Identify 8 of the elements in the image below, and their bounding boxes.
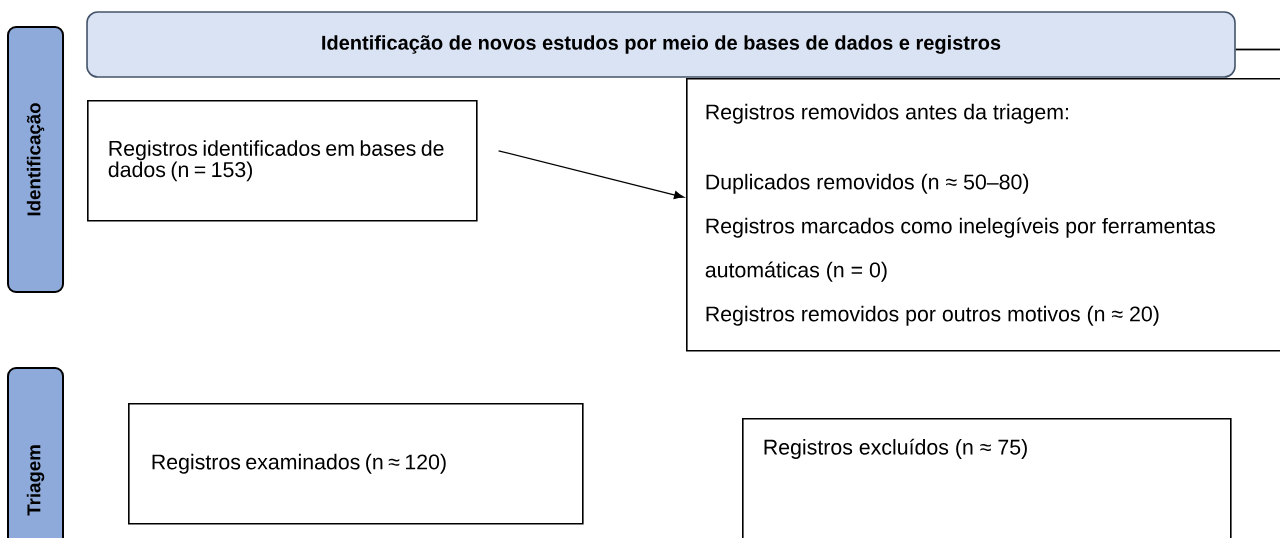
removal-box: Registros removidos antes da triagem: Duplicados removidos (n ≈ 50–80) Registros marcados como inelegíveis por ferramentas automáticas (n = 0) Registros removidos por outros motivos (n ≈ 20) — [686, 78, 1280, 352]
stage-band: Identificação — [7, 26, 65, 293]
arrow — [497, 150, 685, 200]
process-box: Registros identificados em bases de dados (n = 153) — [87, 100, 478, 222]
stage-band: Triagem — [7, 367, 65, 538]
process-box: Registros excluídos (n ≈ 75) — [742, 418, 1232, 538]
header-box: Identificação de novos estudos por meio de bases de dados e registros — [86, 11, 1236, 78]
process-box: Registros examinados (n ≈ 120) — [128, 403, 584, 525]
